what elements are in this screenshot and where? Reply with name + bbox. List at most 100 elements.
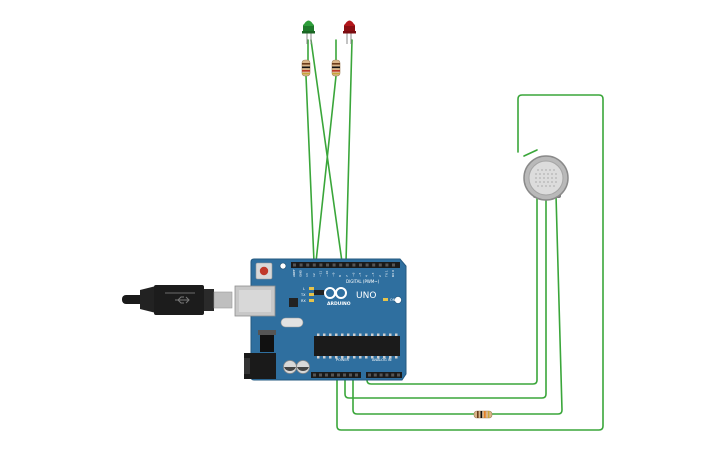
header-hole[interactable] xyxy=(378,263,382,267)
header-hole[interactable] xyxy=(331,373,334,377)
chip-pin xyxy=(323,356,326,359)
tx-label: TX xyxy=(300,293,306,297)
resistor-green-led[interactable] xyxy=(301,59,311,77)
header-hole[interactable] xyxy=(332,263,336,267)
header-hole[interactable] xyxy=(326,263,329,267)
resistor-sensor-pulldown[interactable] xyxy=(473,410,493,419)
chip-pin xyxy=(371,356,374,359)
power-header xyxy=(311,372,361,378)
analog-header-label: ANALOG IN xyxy=(372,358,392,362)
digital-pin-label: 4 xyxy=(365,275,369,277)
chip-pin xyxy=(383,333,386,336)
header-hole[interactable] xyxy=(319,373,322,377)
header-hole[interactable] xyxy=(352,263,356,267)
header-hole[interactable] xyxy=(373,373,377,377)
header-hole[interactable] xyxy=(299,263,303,267)
header-hole[interactable] xyxy=(313,373,316,377)
chip-pin xyxy=(335,356,338,359)
chip-pin xyxy=(359,356,362,359)
digital-pin-label: TX 1 xyxy=(384,270,388,278)
arduino-uno-board[interactable]: L TX RX ON ARDUINO UNO DIGITAL (PWM~) AR… xyxy=(234,258,407,381)
header-hole[interactable] xyxy=(391,373,395,377)
usb-symbol-icon xyxy=(175,296,190,304)
digital-pin-label: RX 0 xyxy=(391,270,395,277)
usb-chip xyxy=(289,298,298,307)
resistor-red-led[interactable] xyxy=(331,59,341,77)
digital-pin-label: 13 xyxy=(305,273,309,277)
wire-sensor-b xyxy=(344,194,547,399)
arduino-logo-icon xyxy=(324,287,347,299)
chip-pin xyxy=(347,356,350,359)
on-label: ON xyxy=(390,298,396,302)
header-hole[interactable] xyxy=(385,373,389,377)
model-label: UNO xyxy=(356,291,376,301)
digital-header-holes xyxy=(293,263,395,267)
digital-pin-label: ~11 xyxy=(318,271,322,277)
chip-pin xyxy=(335,333,338,336)
header-hole[interactable] xyxy=(306,263,310,267)
header-hole[interactable] xyxy=(368,373,371,377)
header-hole[interactable] xyxy=(355,373,358,377)
chip-pin xyxy=(341,333,344,336)
bottom-header-holes xyxy=(313,373,400,377)
wire-sensor-loop xyxy=(336,94,604,431)
digital-header xyxy=(291,262,400,268)
header-hole[interactable] xyxy=(359,263,362,267)
chip-pin xyxy=(371,333,374,336)
header-hole[interactable] xyxy=(293,263,296,267)
rx-label: RX xyxy=(301,299,306,303)
chip-pin xyxy=(317,356,320,359)
digital-header-label: DIGITAL (PWM~) xyxy=(346,279,380,284)
header-hole[interactable] xyxy=(343,373,346,377)
digital-pin-label: GND xyxy=(299,269,303,277)
chip-pin xyxy=(323,333,326,336)
digital-pin-label: 2 xyxy=(378,275,382,277)
header-hole[interactable] xyxy=(345,263,349,267)
chip-pin xyxy=(395,333,398,336)
header-hole[interactable] xyxy=(385,263,389,267)
header-hole[interactable] xyxy=(339,263,343,267)
brand-label: ARDUINO xyxy=(327,301,351,307)
header-hole[interactable] xyxy=(365,263,369,267)
header-hole[interactable] xyxy=(337,373,340,377)
usb-cable[interactable] xyxy=(122,285,233,315)
led-green[interactable] xyxy=(302,20,315,45)
chip-pin xyxy=(389,356,392,359)
analog-header xyxy=(366,372,402,378)
header-hole[interactable] xyxy=(392,263,395,267)
header-hole[interactable] xyxy=(397,373,400,377)
chip-pin xyxy=(389,333,392,336)
header-hole[interactable] xyxy=(319,263,323,267)
digital-pin-label: ~10 xyxy=(325,271,329,277)
chip-pin xyxy=(365,333,368,336)
wire-red-resistor-to-pin xyxy=(315,75,337,263)
wires xyxy=(305,39,604,431)
header-hole[interactable] xyxy=(379,373,383,377)
chip-pin xyxy=(383,356,386,359)
chip-pin xyxy=(353,333,356,336)
led-red[interactable] xyxy=(343,20,356,45)
header-hole[interactable] xyxy=(325,373,328,377)
header-hole[interactable] xyxy=(349,373,352,377)
power-header-label: POWER xyxy=(336,358,350,362)
chip-pin xyxy=(359,333,362,336)
chip-pin xyxy=(329,356,332,359)
wire-green-led-to-pin xyxy=(310,39,343,263)
header-hole[interactable] xyxy=(372,263,376,267)
microcontroller xyxy=(314,336,400,356)
chip-pin xyxy=(377,356,380,359)
microcontroller-pins xyxy=(317,333,398,359)
chip-pin xyxy=(341,356,344,359)
wire-sensor-top xyxy=(523,149,538,157)
wire-sensor-c xyxy=(352,194,563,415)
digital-pin-label: AREF xyxy=(292,269,296,277)
gas-sensor[interactable] xyxy=(523,155,569,201)
chip-pin xyxy=(347,333,350,336)
chip-pin xyxy=(353,356,356,359)
header-hole[interactable] xyxy=(312,263,316,267)
digital-pin-label: ~5 xyxy=(358,272,362,277)
wire-red-led-to-pin xyxy=(345,39,353,263)
